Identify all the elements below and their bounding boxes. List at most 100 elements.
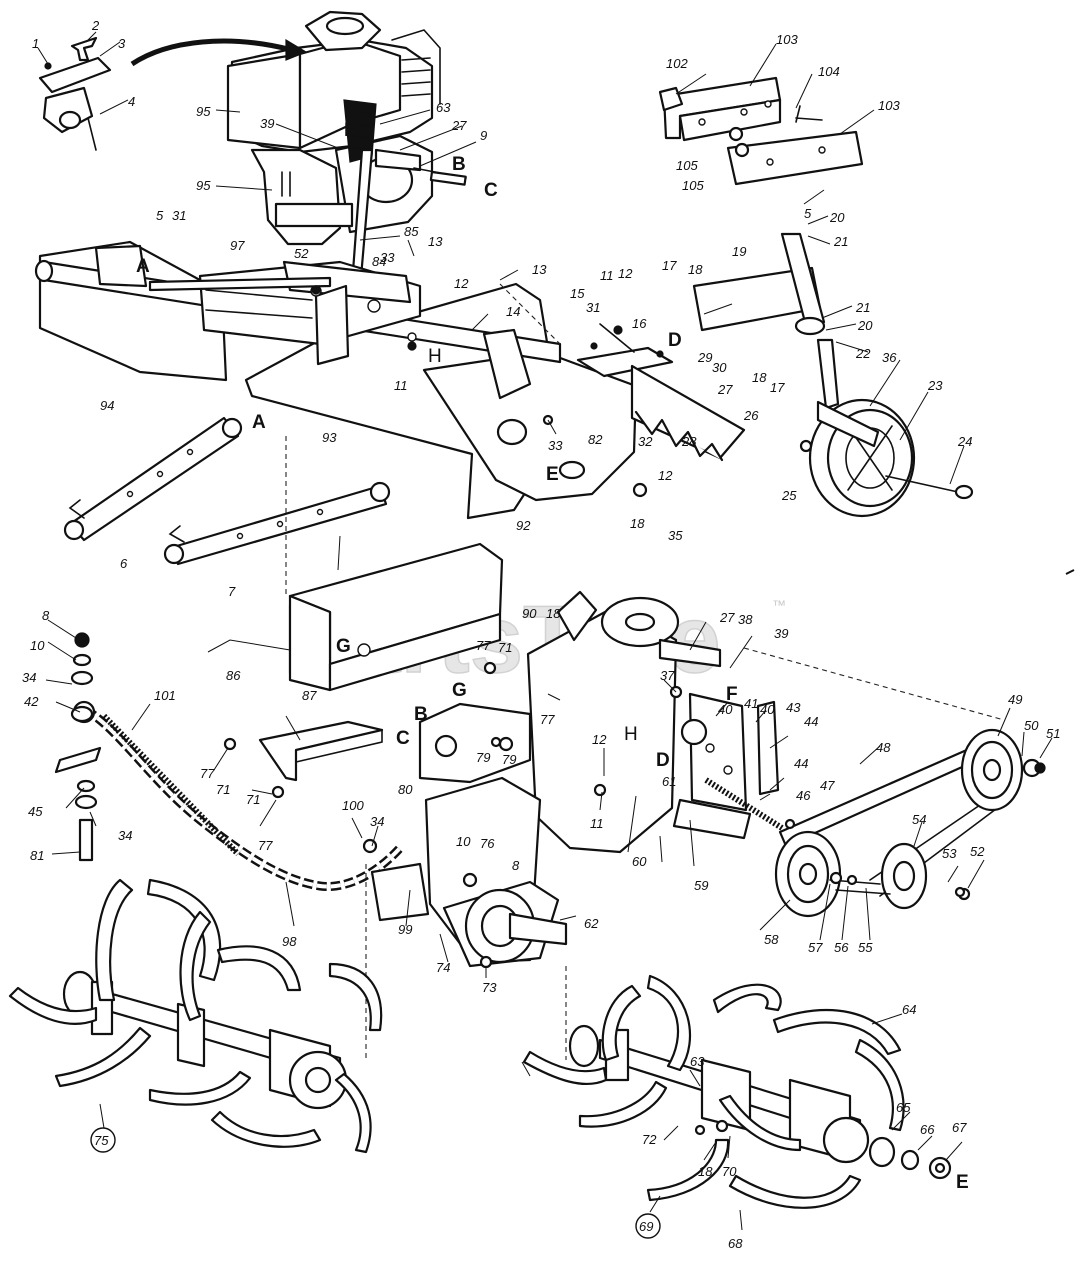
ref-letter-f-top: F xyxy=(344,120,356,141)
callout-14: 14 xyxy=(506,304,520,319)
callout-12d: 12 xyxy=(592,732,607,747)
callout-52b: 52 xyxy=(970,844,985,859)
callout-37: 37 xyxy=(660,668,675,683)
callout-34: 34 xyxy=(370,814,384,829)
callout-102: 102 xyxy=(666,56,688,71)
callout-26: 26 xyxy=(743,408,759,423)
callout-21: 21 xyxy=(833,234,848,249)
ref-letter-c-mid: C xyxy=(396,728,410,749)
callout-87: 87 xyxy=(302,688,317,703)
callout-21b: 21 xyxy=(855,300,870,315)
ref-letter-c-top: C xyxy=(484,180,498,201)
callout-52: 52 xyxy=(294,246,309,261)
callout-95b: 95 xyxy=(196,178,211,193)
watermark-trademark: ™ xyxy=(772,597,786,613)
callout-84: 84 xyxy=(372,254,386,269)
leader-lines xyxy=(37,31,1053,1231)
callout-35: 35 xyxy=(668,528,683,543)
callout-103b: 103 xyxy=(878,98,900,113)
callout-82: 82 xyxy=(588,432,603,447)
belt-pulleys xyxy=(774,728,1046,918)
ref-letter-h-mid: H xyxy=(624,724,638,745)
callout-68: 68 xyxy=(728,1236,743,1251)
callout-57: 57 xyxy=(808,940,823,955)
callout-99: 99 xyxy=(398,922,412,937)
callout-19: 19 xyxy=(732,244,746,259)
ref-letter-e-tine: E xyxy=(956,1172,969,1193)
callout-3: 3 xyxy=(118,36,126,51)
callout-18c: 18 xyxy=(752,370,767,385)
callout-8: 8 xyxy=(512,858,520,873)
callout-79: 79 xyxy=(476,750,490,765)
ref-letter-d-top: D xyxy=(668,330,682,351)
callout-20b: 20 xyxy=(857,318,873,333)
callout-41: 41 xyxy=(744,696,758,711)
ref-letter-b-top: B xyxy=(452,154,466,175)
callout-24: 24 xyxy=(957,434,972,449)
ref-letter-b-mid: B xyxy=(414,704,428,725)
callout-43: 43 xyxy=(786,700,801,715)
callout-71b: 71 xyxy=(216,782,230,797)
throttle-control xyxy=(38,36,112,151)
callout-10: 10 xyxy=(456,834,471,849)
callout-39: 39 xyxy=(260,116,274,131)
callout-7: 7 xyxy=(228,584,236,599)
callout-69: 69 xyxy=(639,1219,653,1234)
callout-55: 55 xyxy=(858,940,873,955)
callout-27c: 27 xyxy=(719,610,735,625)
callout-13: 13 xyxy=(428,234,443,249)
transport-wheel xyxy=(692,232,974,518)
drag-links xyxy=(63,416,391,566)
callout-62: 62 xyxy=(584,916,599,931)
callout-66: 66 xyxy=(920,1122,935,1137)
callout-95: 95 xyxy=(196,104,211,119)
callout-34b: 34 xyxy=(22,670,36,685)
callout-33: 33 xyxy=(548,438,563,453)
callout-labels: 1 2 3 4 95 39 63 27 9 95 5 31 97 52 84 8… xyxy=(22,18,1060,1251)
callout-94: 94 xyxy=(100,398,114,413)
callout-4: 4 xyxy=(128,94,135,109)
callout-44: 44 xyxy=(804,714,818,729)
callout-77c: 77 xyxy=(200,766,215,781)
hitch-plates xyxy=(658,76,864,186)
callout-77b: 77 xyxy=(540,712,555,727)
callout-86: 86 xyxy=(226,668,241,683)
callout-101: 101 xyxy=(154,688,176,703)
depth-stake xyxy=(576,323,746,462)
callout-31: 31 xyxy=(172,208,186,223)
callout-44b: 44 xyxy=(794,756,808,771)
callout-11c: 11 xyxy=(590,816,604,831)
callout-51: 51 xyxy=(1046,726,1060,741)
callout-18e: 18 xyxy=(698,1164,713,1179)
callout-8b: 8 xyxy=(42,608,50,623)
callout-11b: 11 xyxy=(600,268,614,283)
callout-81: 81 xyxy=(30,848,44,863)
callout-27: 27 xyxy=(451,118,467,133)
belt-guard-86 xyxy=(288,542,504,692)
callout-34c: 34 xyxy=(118,828,132,843)
tine-assembly-right xyxy=(522,974,952,1209)
ref-letter-h-top: H xyxy=(428,346,442,367)
callout-29: 29 xyxy=(697,350,712,365)
callout-75: 75 xyxy=(94,1133,109,1148)
callout-17: 17 xyxy=(662,258,677,273)
callout-73: 73 xyxy=(482,980,497,995)
callout-53: 53 xyxy=(942,846,957,861)
callout-50: 50 xyxy=(1024,718,1039,733)
callout-11: 11 xyxy=(394,378,408,393)
ref-letter-f-mid: F xyxy=(726,684,738,705)
callout-28: 28 xyxy=(681,434,697,449)
callout-59: 59 xyxy=(694,878,708,893)
callout-93: 93 xyxy=(322,430,337,445)
callout-40b: 40 xyxy=(760,702,775,717)
callout-56: 56 xyxy=(834,940,849,955)
callout-98: 98 xyxy=(282,934,297,949)
callout-5: 5 xyxy=(156,208,164,223)
callout-15: 15 xyxy=(570,286,585,301)
callout-10b: 10 xyxy=(30,638,45,653)
callout-12: 12 xyxy=(454,276,469,291)
callout-76: 76 xyxy=(480,836,495,851)
callout-16: 16 xyxy=(632,316,647,331)
